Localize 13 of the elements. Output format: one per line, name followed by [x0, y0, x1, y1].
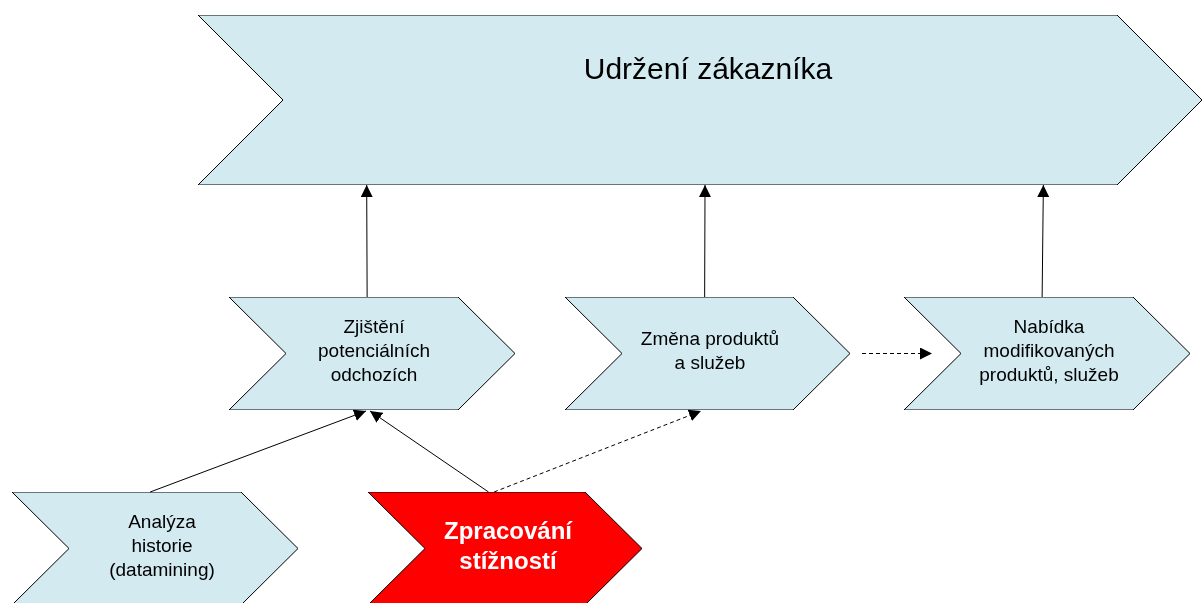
arrow — [699, 184, 711, 298]
arrow — [369, 410, 490, 493]
arrow — [493, 409, 702, 493]
step-label: Zpracování stížností — [442, 516, 574, 576]
step-label: Zjištění potenciálních odchozích — [317, 315, 431, 387]
step-label: Změna produktů a služeb — [640, 327, 780, 375]
step-label: Nabídka modifikovaných produktů, služeb — [978, 315, 1120, 387]
arrow — [1037, 184, 1050, 298]
arrow — [360, 184, 373, 298]
step-label: Udržení zákazníka — [583, 51, 833, 88]
arrow — [861, 347, 933, 360]
step-label: Analýza historie (datamining) — [108, 510, 216, 582]
arrow — [149, 409, 367, 493]
